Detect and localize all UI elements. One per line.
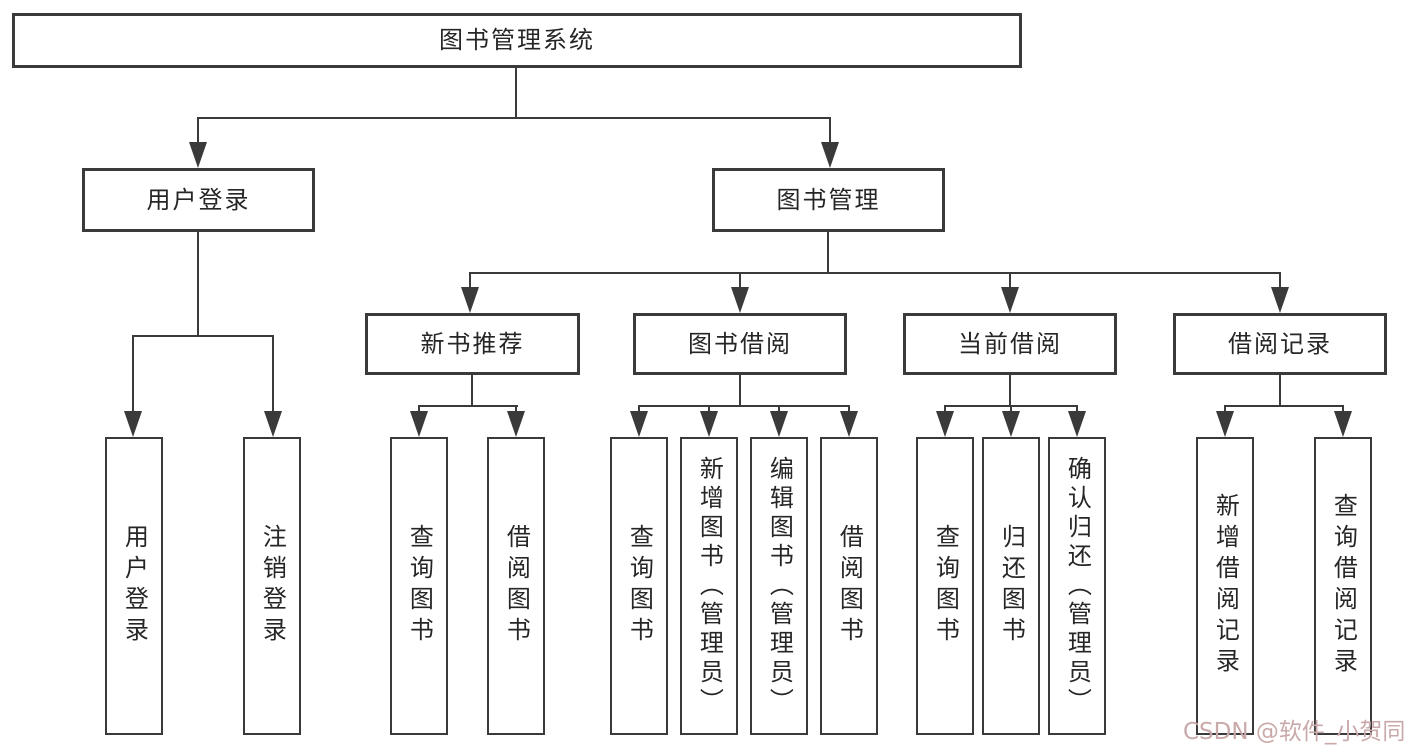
leaf-label: 查询图书 bbox=[625, 524, 654, 648]
node-new-book-recommend: 新书推荐 bbox=[365, 313, 580, 375]
leaf-edit-books-admin: 编辑图书（管理员） bbox=[750, 437, 808, 735]
arrow-down-icon bbox=[264, 411, 282, 437]
node-root-label: 图书管理系统 bbox=[439, 26, 595, 55]
arrow-down-icon bbox=[840, 411, 858, 437]
leaf-label: 查询图书 bbox=[405, 524, 434, 648]
csdn-watermark: CSDN @软件_小贺同学 bbox=[1183, 719, 1405, 745]
node-book-management: 图书管理 bbox=[712, 168, 945, 232]
connector-line bbox=[197, 117, 831, 119]
node-new-book-recommend-label: 新书推荐 bbox=[420, 329, 525, 358]
leaf-query-borrow-record: 查询借阅记录 bbox=[1314, 437, 1372, 735]
leaf-query-books-borrow: 查询图书 bbox=[610, 437, 668, 735]
arrow-down-icon bbox=[189, 142, 207, 168]
arrow-down-icon bbox=[1216, 411, 1234, 437]
leaf-label: 注销登录 bbox=[258, 524, 287, 648]
leaf-return-books: 归还图书 bbox=[982, 437, 1040, 735]
arrow-down-icon bbox=[821, 142, 839, 168]
connector-line bbox=[471, 375, 473, 407]
connector-line bbox=[1279, 375, 1281, 407]
leaf-confirm-return-admin: 确认归还（管理员） bbox=[1048, 437, 1106, 735]
leaf-logout: 注销登录 bbox=[243, 437, 301, 735]
connector-line bbox=[1009, 272, 1011, 292]
connector-line bbox=[132, 335, 274, 337]
connector-line bbox=[272, 335, 274, 415]
leaf-add-borrow-record: 新增借阅记录 bbox=[1196, 437, 1254, 735]
arrow-down-icon bbox=[461, 287, 479, 313]
leaf-add-books-admin: 新增图书（管理员） bbox=[680, 437, 738, 735]
arrow-down-icon bbox=[936, 411, 954, 437]
connector-line bbox=[418, 405, 518, 407]
arrow-down-icon bbox=[770, 411, 788, 437]
node-user-login: 用户登录 bbox=[82, 168, 315, 232]
connector-line bbox=[1279, 272, 1281, 292]
arrow-down-icon bbox=[731, 287, 749, 313]
leaf-label: 用户登录 bbox=[120, 524, 149, 648]
connector-line bbox=[739, 375, 741, 407]
connector-line bbox=[827, 232, 829, 274]
leaf-label: 确认归还（管理员） bbox=[1063, 455, 1092, 717]
leaf-label: 查询图书 bbox=[931, 524, 960, 648]
node-root: 图书管理系统 bbox=[12, 13, 1022, 68]
node-current-borrow-label: 当前借阅 bbox=[958, 329, 1062, 358]
leaf-label: 查询借阅记录 bbox=[1329, 493, 1358, 679]
node-book-borrow-label: 图书借阅 bbox=[688, 329, 792, 358]
leaf-label: 归还图书 bbox=[997, 524, 1026, 648]
leaf-label: 新增借阅记录 bbox=[1211, 493, 1240, 679]
arrow-down-icon bbox=[1002, 411, 1020, 437]
connector-line bbox=[515, 68, 517, 119]
leaf-label: 新增图书（管理员） bbox=[695, 455, 724, 717]
leaf-label: 编辑图书（管理员） bbox=[765, 455, 794, 717]
arrow-down-icon bbox=[1001, 287, 1019, 313]
connector-line bbox=[469, 272, 1281, 274]
connector-line bbox=[1224, 405, 1344, 407]
arrow-down-icon bbox=[630, 411, 648, 437]
leaf-query-books-recommend: 查询图书 bbox=[390, 437, 448, 735]
arrow-down-icon bbox=[507, 411, 525, 437]
arrow-down-icon bbox=[1334, 411, 1352, 437]
node-borrow-records-label: 借阅记录 bbox=[1228, 329, 1332, 358]
leaf-user-login: 用户登录 bbox=[105, 437, 163, 735]
leaf-query-books-current: 查询图书 bbox=[916, 437, 974, 735]
leaf-borrow-books: 借阅图书 bbox=[820, 437, 878, 735]
connector-line bbox=[829, 117, 831, 147]
arrow-down-icon bbox=[1068, 411, 1086, 437]
arrow-down-icon bbox=[1271, 287, 1289, 313]
connector-line bbox=[197, 232, 199, 337]
connector-line bbox=[1009, 375, 1011, 407]
connector-line bbox=[739, 272, 741, 292]
leaf-label: 借阅图书 bbox=[502, 524, 531, 648]
node-book-borrow: 图书借阅 bbox=[633, 313, 847, 375]
node-user-login-label: 用户登录 bbox=[146, 185, 251, 214]
arrow-down-icon bbox=[700, 411, 718, 437]
node-book-management-label: 图书管理 bbox=[776, 185, 881, 214]
node-borrow-records: 借阅记录 bbox=[1173, 313, 1387, 375]
arrow-down-icon bbox=[124, 411, 142, 437]
connector-line bbox=[197, 117, 199, 147]
arrow-down-icon bbox=[410, 411, 428, 437]
node-current-borrow: 当前借阅 bbox=[903, 313, 1117, 375]
connector-line bbox=[638, 405, 850, 407]
connector-line bbox=[469, 272, 471, 292]
connector-line bbox=[132, 335, 134, 415]
leaf-borrow-books-recommend: 借阅图书 bbox=[487, 437, 545, 735]
leaf-label: 借阅图书 bbox=[835, 524, 864, 648]
